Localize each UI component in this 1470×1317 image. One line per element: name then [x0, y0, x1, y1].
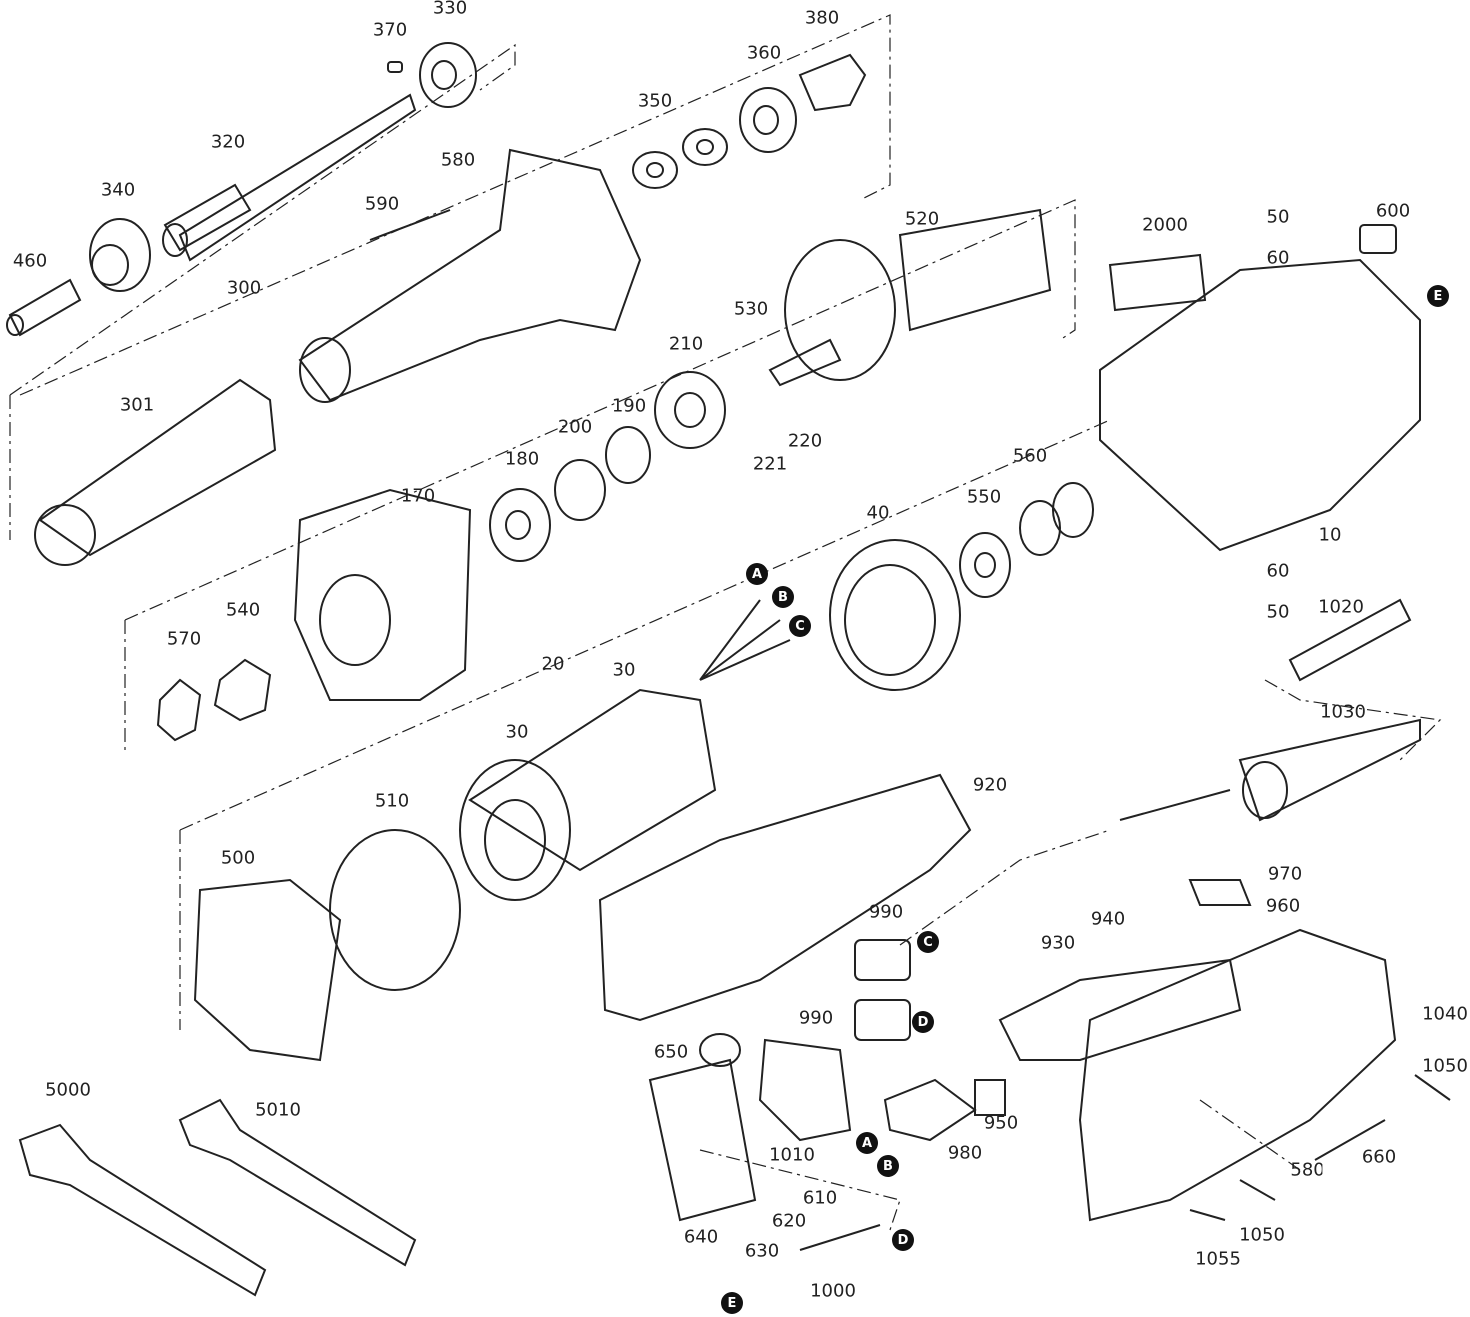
- part-label: 1050: [1422, 1055, 1468, 1077]
- part-label: 620: [771, 1210, 807, 1232]
- part-label: 1000: [810, 1280, 856, 1302]
- part-label: 510: [374, 790, 410, 812]
- part-label: 210: [668, 333, 704, 355]
- connection-marker: D: [912, 1011, 934, 1033]
- part-label: 320: [210, 131, 246, 153]
- part-label: 640: [683, 1226, 719, 1248]
- part-label: 1050: [1239, 1224, 1285, 1246]
- part-label: 10: [1318, 524, 1342, 546]
- part-label: 630: [744, 1240, 780, 1262]
- part-label: 380: [804, 7, 840, 29]
- part-label: 30: [505, 721, 529, 743]
- part-label: 1055: [1195, 1248, 1241, 1270]
- part-label: 5010: [255, 1099, 301, 1121]
- part-label: 600: [1375, 200, 1411, 222]
- part-label: 221: [752, 453, 788, 475]
- part-label: 40: [866, 502, 890, 524]
- part-label: 590: [364, 193, 400, 215]
- part-label: 550: [966, 486, 1002, 508]
- part-label: 940: [1090, 908, 1126, 930]
- part-label: 220: [787, 430, 823, 452]
- part-label: 350: [637, 90, 673, 112]
- part-label: 570: [166, 628, 202, 650]
- part-label: 370: [372, 19, 408, 41]
- part-label: 1030: [1320, 701, 1366, 723]
- stator-and-covers: [193, 488, 961, 1062]
- part-label: 50: [1266, 206, 1290, 228]
- part-label: 5000: [45, 1079, 91, 1101]
- part-label: 990: [868, 901, 904, 923]
- connection-marker: A: [746, 563, 768, 585]
- part-label: 580: [440, 149, 476, 171]
- part-label: 301: [119, 394, 155, 416]
- gear-housing: [34, 148, 642, 566]
- part-label: 560: [1012, 445, 1048, 467]
- assembly-lines: [9, 14, 1442, 1231]
- part-label: 340: [100, 179, 136, 201]
- connection-marker: A: [856, 1132, 878, 1154]
- part-label: 970: [1267, 863, 1303, 885]
- spindle-group: [6, 42, 477, 337]
- part-label: 1020: [1318, 596, 1364, 618]
- part-label: 980: [947, 1142, 983, 1164]
- connection-marker: B: [772, 586, 794, 608]
- part-label: 930: [1040, 932, 1076, 954]
- part-label: 60: [1266, 560, 1290, 582]
- part-label: 2000: [1142, 214, 1188, 236]
- armature: [768, 208, 1052, 387]
- connection-marker: E: [1427, 285, 1449, 307]
- connection-marker: D: [892, 1229, 914, 1251]
- part-label: 610: [802, 1187, 838, 1209]
- part-label: 200: [557, 416, 593, 438]
- connection-marker: C: [917, 931, 939, 953]
- part-label: 650: [653, 1041, 689, 1063]
- part-label: 300: [226, 277, 262, 299]
- connection-marker: E: [721, 1292, 743, 1314]
- part-label: 960: [1265, 895, 1301, 917]
- part-label: 170: [400, 485, 436, 507]
- part-label: 990: [798, 1007, 834, 1029]
- part-label: 920: [972, 774, 1008, 796]
- part-label: 500: [220, 847, 256, 869]
- connection-marker: B: [877, 1155, 899, 1177]
- part-label: 1040: [1422, 1003, 1468, 1025]
- connection-marker: C: [789, 615, 811, 637]
- brush-holder: [156, 658, 272, 742]
- part-label: 50: [1266, 601, 1290, 623]
- housing-10: [1099, 224, 1421, 552]
- wrenches: [18, 1098, 417, 1297]
- handle-920: [598, 773, 972, 1022]
- part-label: 180: [504, 448, 540, 470]
- part-label: 580: [1290, 1159, 1323, 1181]
- switch-parts: [648, 598, 1421, 1222]
- bearings-washers: [489, 53, 1094, 598]
- part-label: 520: [904, 208, 940, 230]
- part-label: 60: [1266, 247, 1290, 269]
- part-label: 540: [225, 599, 261, 621]
- part-label: 460: [12, 250, 48, 272]
- part-label: 660: [1361, 1146, 1397, 1168]
- part-label: 1010: [769, 1144, 815, 1166]
- part-label: 530: [733, 298, 769, 320]
- part-label: 30: [612, 659, 636, 681]
- part-label: 330: [432, 0, 468, 19]
- part-label: 190: [611, 395, 647, 417]
- screws: [369, 209, 1451, 1251]
- part-label: 360: [746, 42, 782, 64]
- part-label: 20: [541, 653, 565, 675]
- part-label: 950: [983, 1112, 1019, 1134]
